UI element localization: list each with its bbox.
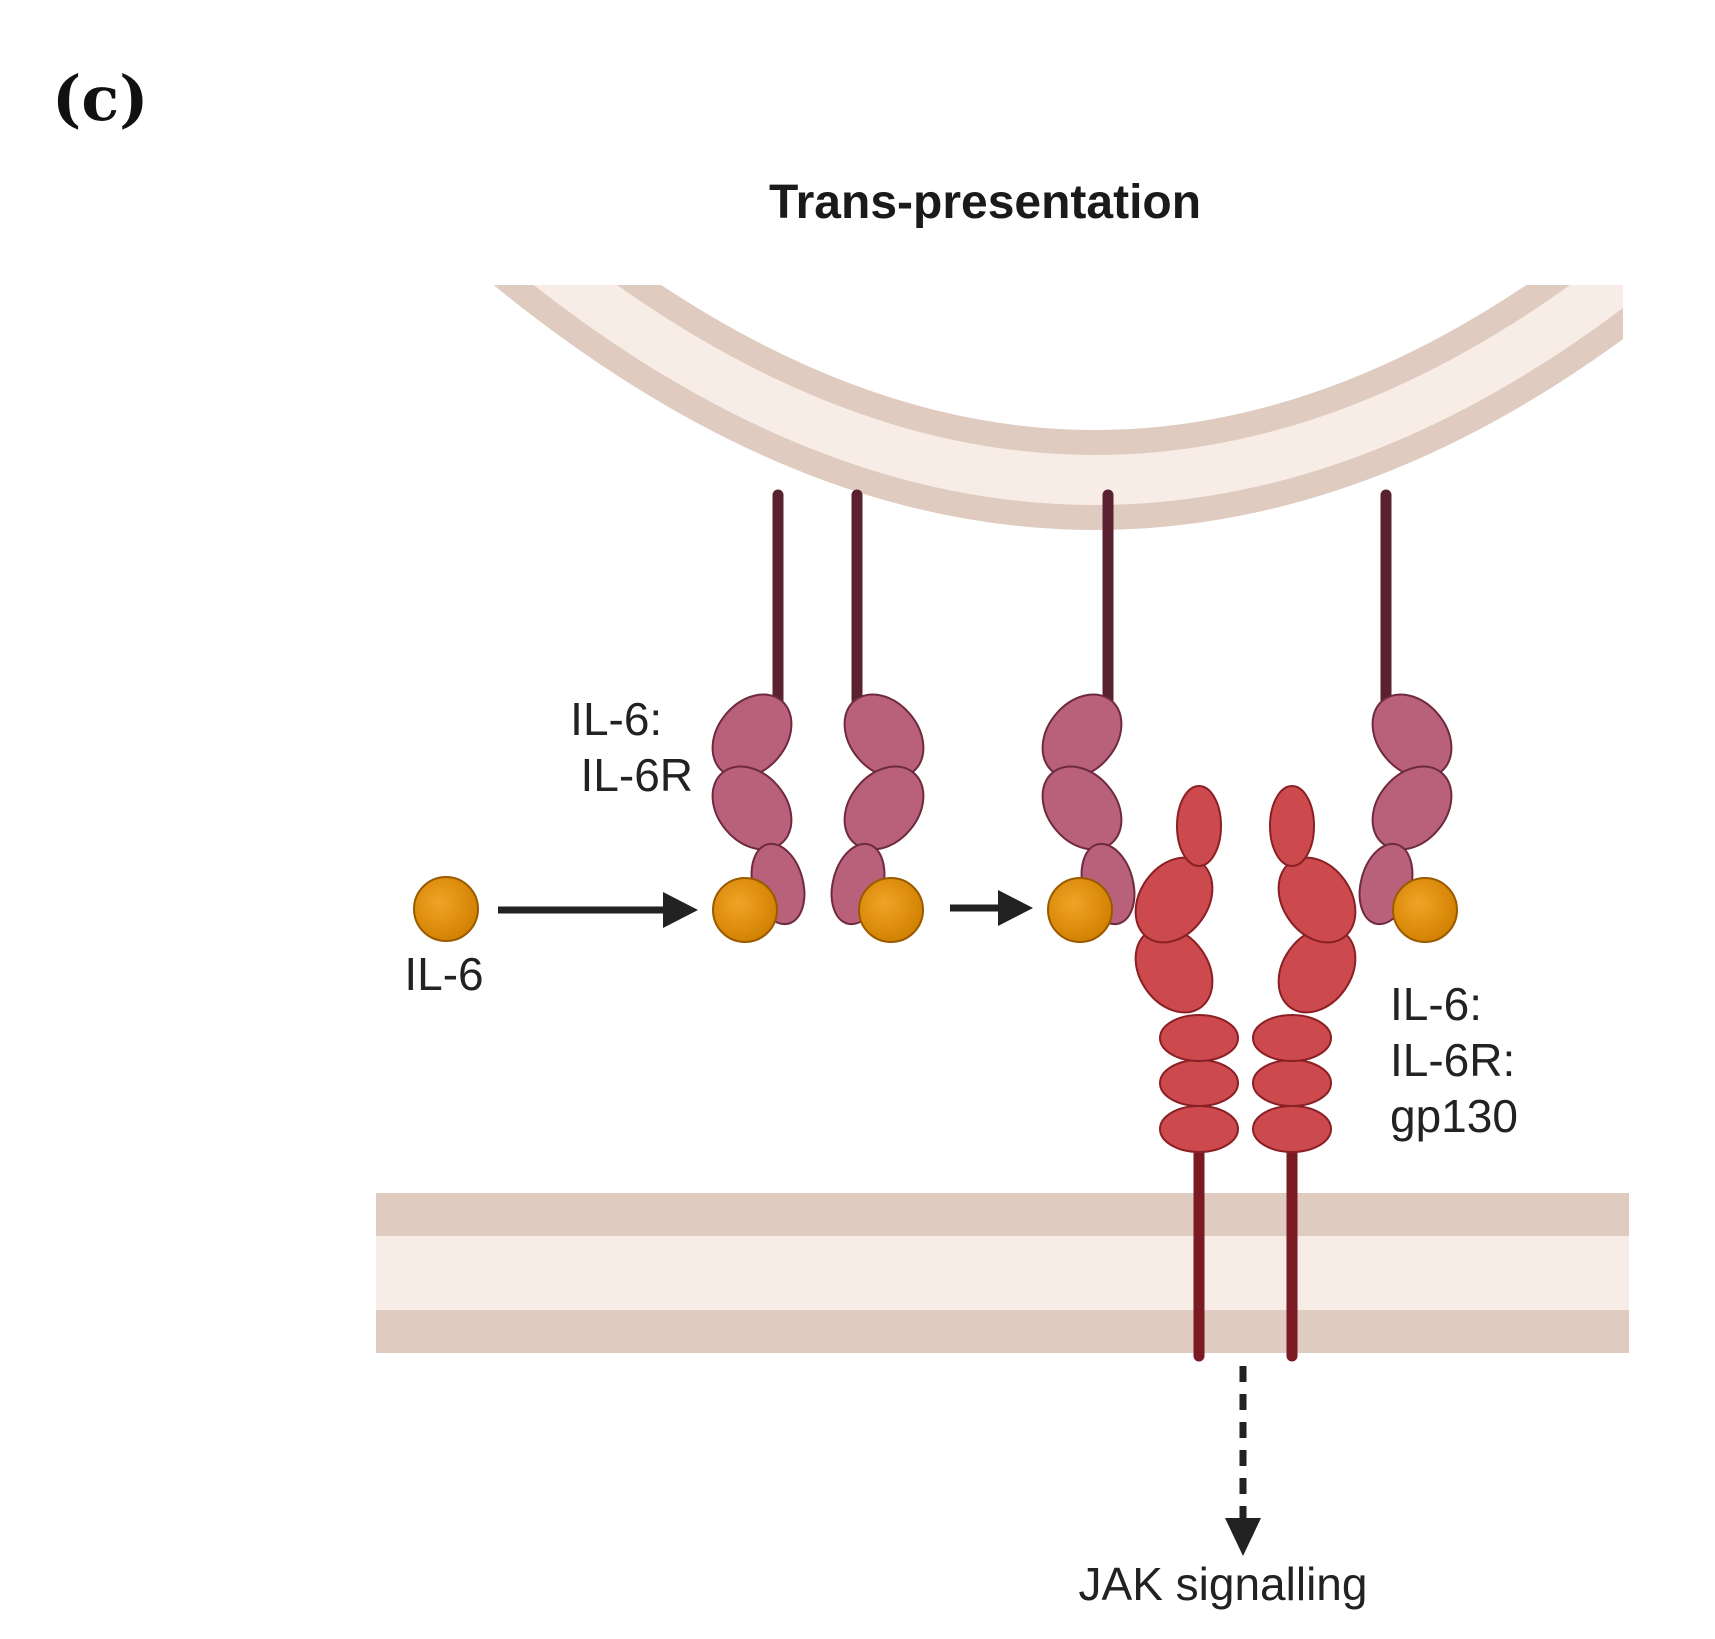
gp130-stalks — [1193, 1144, 1298, 1362]
binding-arrow — [498, 892, 698, 928]
gp130-chain-left — [1134, 785, 1239, 1153]
complex-label-line-2: IL-6R — [581, 749, 693, 801]
il6r-receptor-2 — [830, 693, 925, 926]
receiving-cell-membrane — [376, 1193, 1629, 1353]
complex-label-line-1: IL-6: — [570, 693, 662, 745]
il6-bound-3 — [1047, 877, 1113, 943]
panel-label: (c) — [52, 62, 148, 135]
jak-signalling-label: JAK signalling — [1079, 1558, 1368, 1610]
gp130-chain-right — [1252, 785, 1357, 1153]
il6r-receptor-4 — [1358, 693, 1453, 926]
signalling-arrow — [1225, 1366, 1261, 1556]
il6r-stalks — [772, 489, 1392, 706]
complex-label-line-1: IL-6: — [1390, 978, 1482, 1030]
il6-bound-4 — [1392, 877, 1458, 943]
complex-label-il6-il6r-gp130: IL-6: IL-6R: gp130 — [1390, 978, 1528, 1142]
il6-bound-1 — [712, 877, 778, 943]
complex-label-line-2: IL-6R: — [1390, 1034, 1515, 1086]
presenting-cell-membrane — [493, 285, 1623, 530]
complex-label-line-3: gp130 — [1390, 1090, 1518, 1142]
il6-bound-2 — [858, 877, 924, 943]
diagram-title: Trans-presentation — [769, 176, 1201, 229]
il6-free — [413, 876, 479, 942]
il6r-receptor-1 — [711, 693, 806, 926]
transfer-arrow — [950, 890, 1033, 926]
complex-label-il6-il6r: IL-6: IL-6R — [570, 693, 693, 801]
il6-label: IL-6 — [404, 948, 483, 1000]
